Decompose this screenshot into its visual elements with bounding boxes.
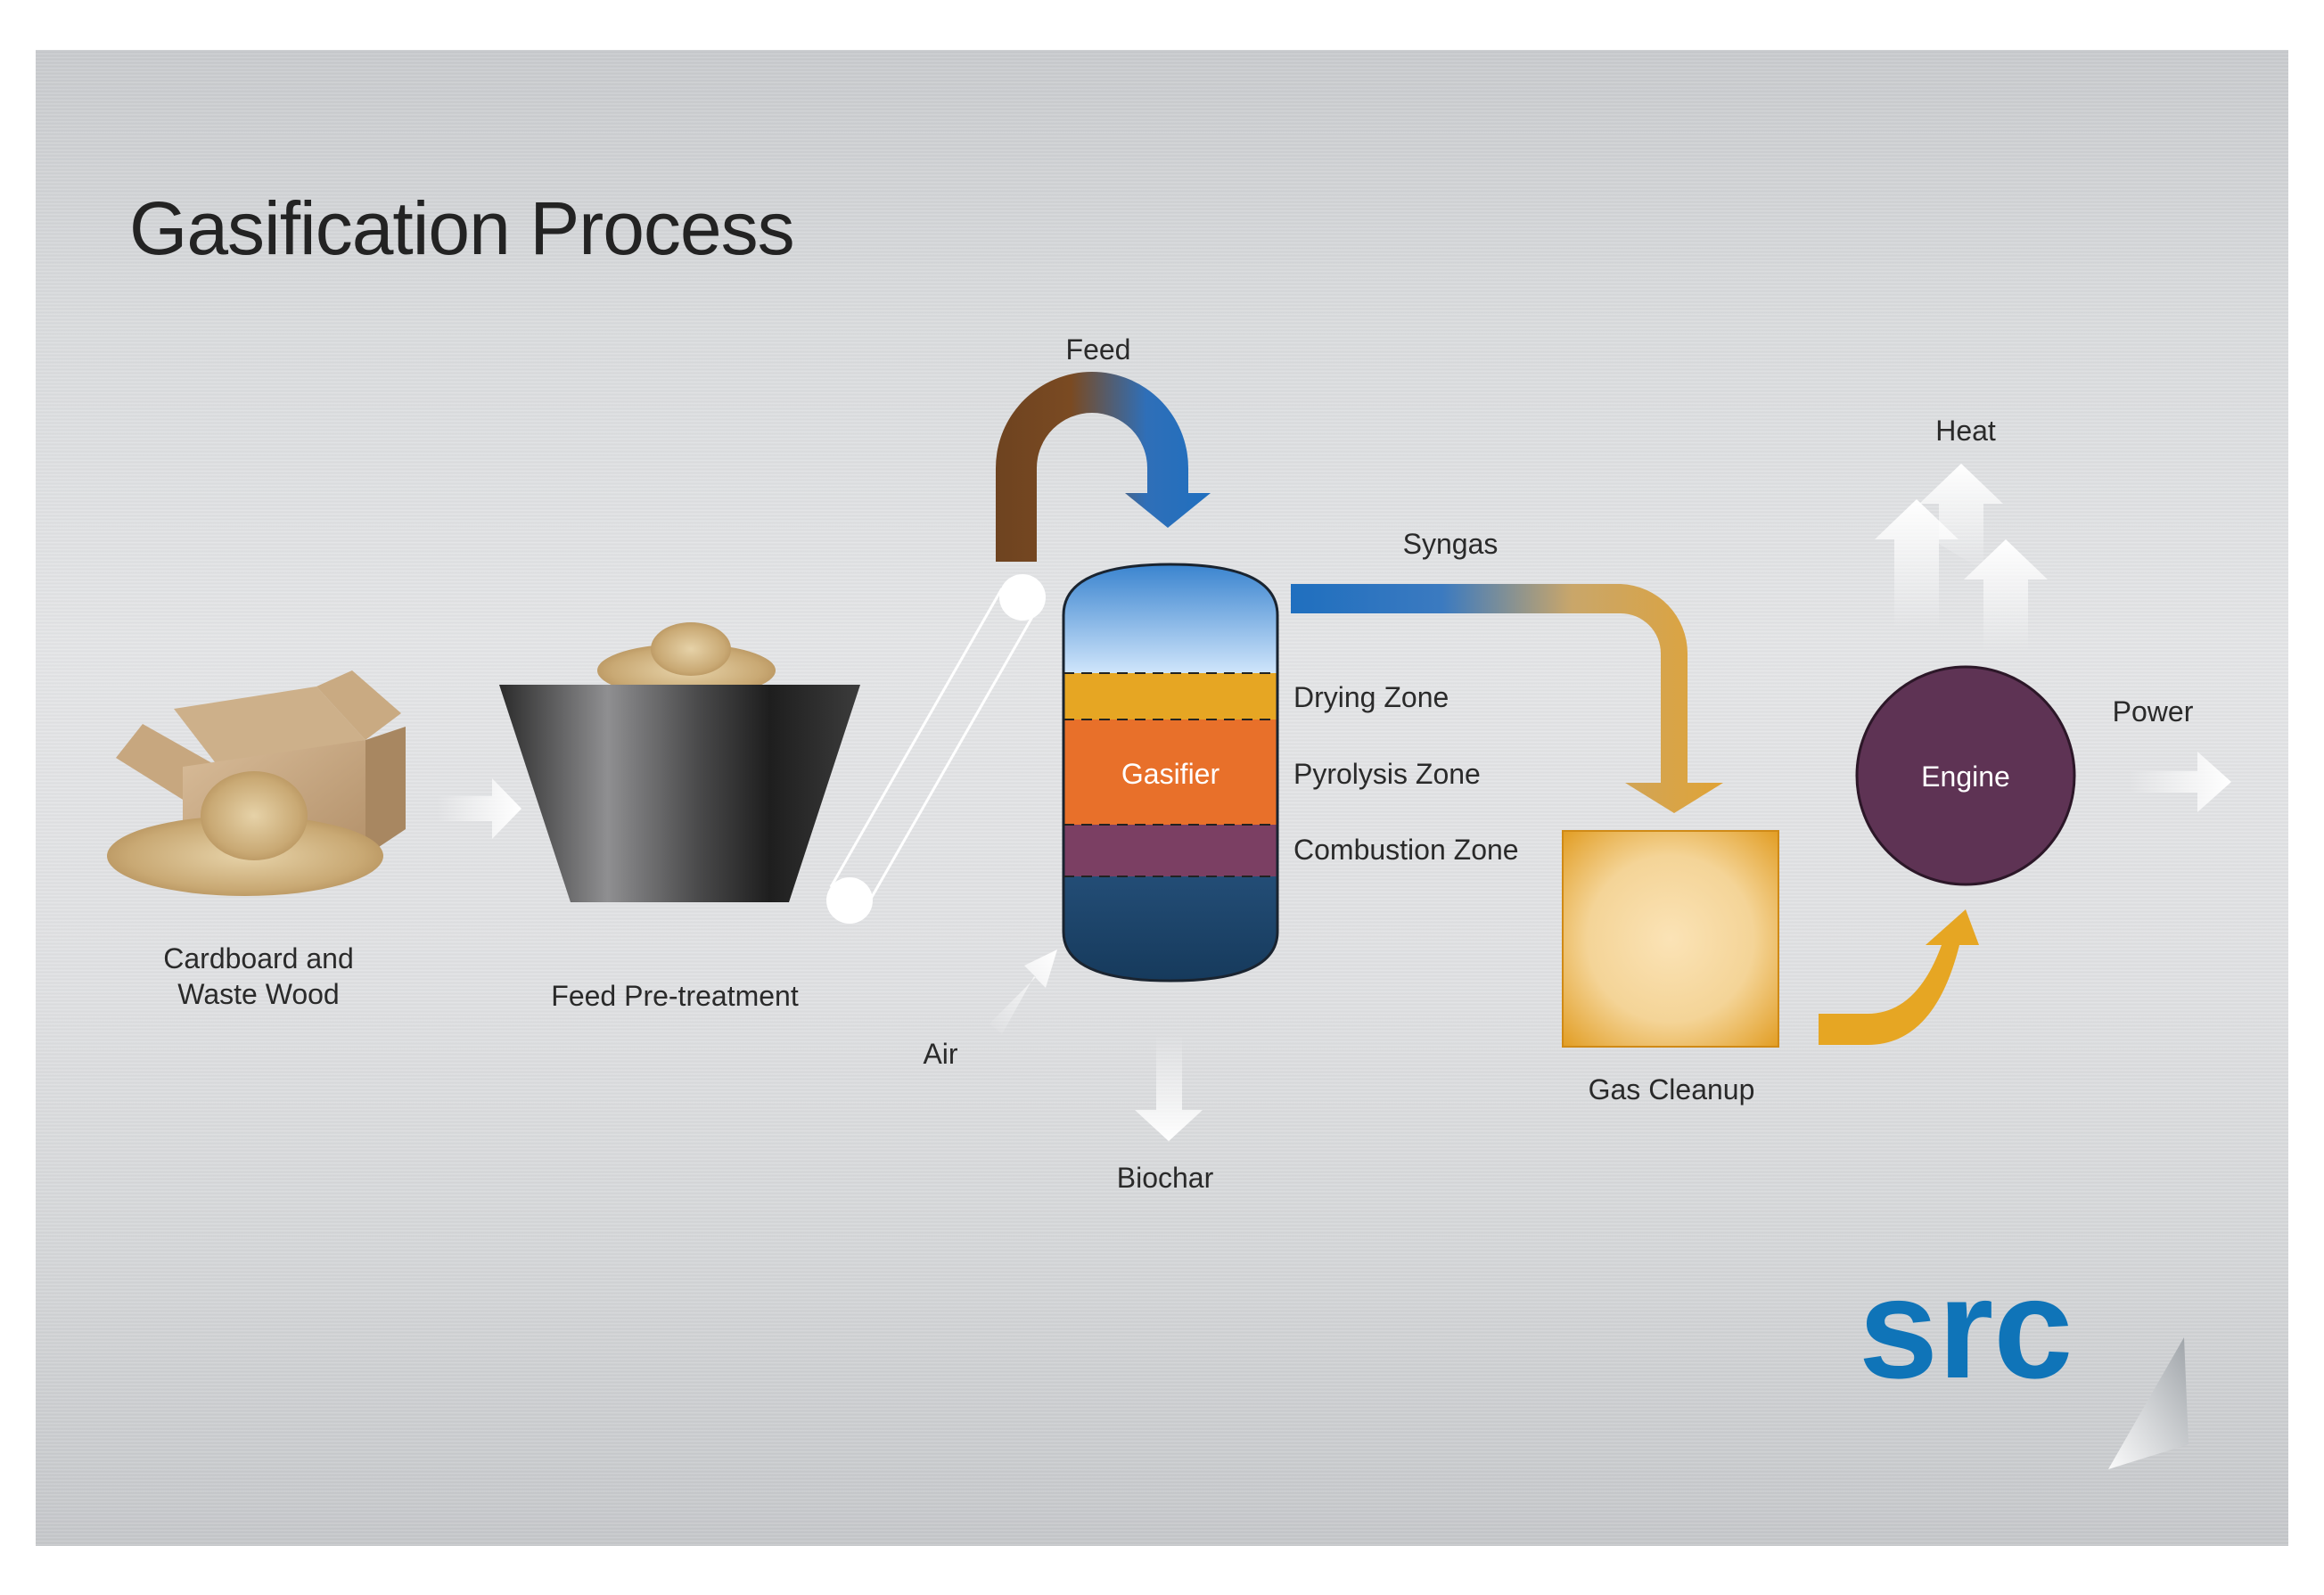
label-air: Air [923,1038,957,1070]
power-arrow-icon [2129,752,2231,812]
hopper-icon [499,685,860,902]
label-biochar: Biochar [1117,1162,1214,1194]
cleanup-to-engine-arrow-icon [1819,909,1979,1045]
air-arrow-icon [990,950,1057,1034]
label-engine: Engine [1921,761,2010,793]
biochar-arrow-icon [1135,1034,1203,1141]
label-heat: Heat [1935,415,1996,447]
label-gasifier: Gasifier [1121,758,1220,790]
label-cardboard-line2: Waste Wood [177,978,339,1010]
page-title: Gasification Process [129,186,795,270]
gas-cleanup-box [1562,830,1779,1048]
src-logo: src [1859,1248,2073,1408]
label-pyrolysis-zone: Pyrolysis Zone [1293,758,1481,790]
syngas-arrow-icon [1291,584,1723,813]
wood-chips-icon [107,622,776,896]
label-drying-zone: Drying Zone [1293,681,1449,713]
heat-arrows-icon [1875,464,2048,651]
conveyor-icon [826,574,1046,924]
label-cardboard-line1: Cardboard and [163,942,353,974]
label-gas-cleanup: Gas Cleanup [1589,1073,1755,1106]
engine-circle [1855,665,2076,886]
label-power: Power [2113,695,2194,728]
label-combustion-zone: Combustion Zone [1293,834,1519,866]
label-syngas: Syngas [1403,528,1499,560]
flow-arrow-right-icon [437,778,521,839]
feed-arrow-icon [996,372,1211,562]
logo-sail-icon [2108,1337,2189,1469]
label-feed: Feed [1066,333,1131,366]
label-feed-pretreatment: Feed Pre-treatment [551,980,799,1012]
gasifier-vessel [1062,563,1279,982]
